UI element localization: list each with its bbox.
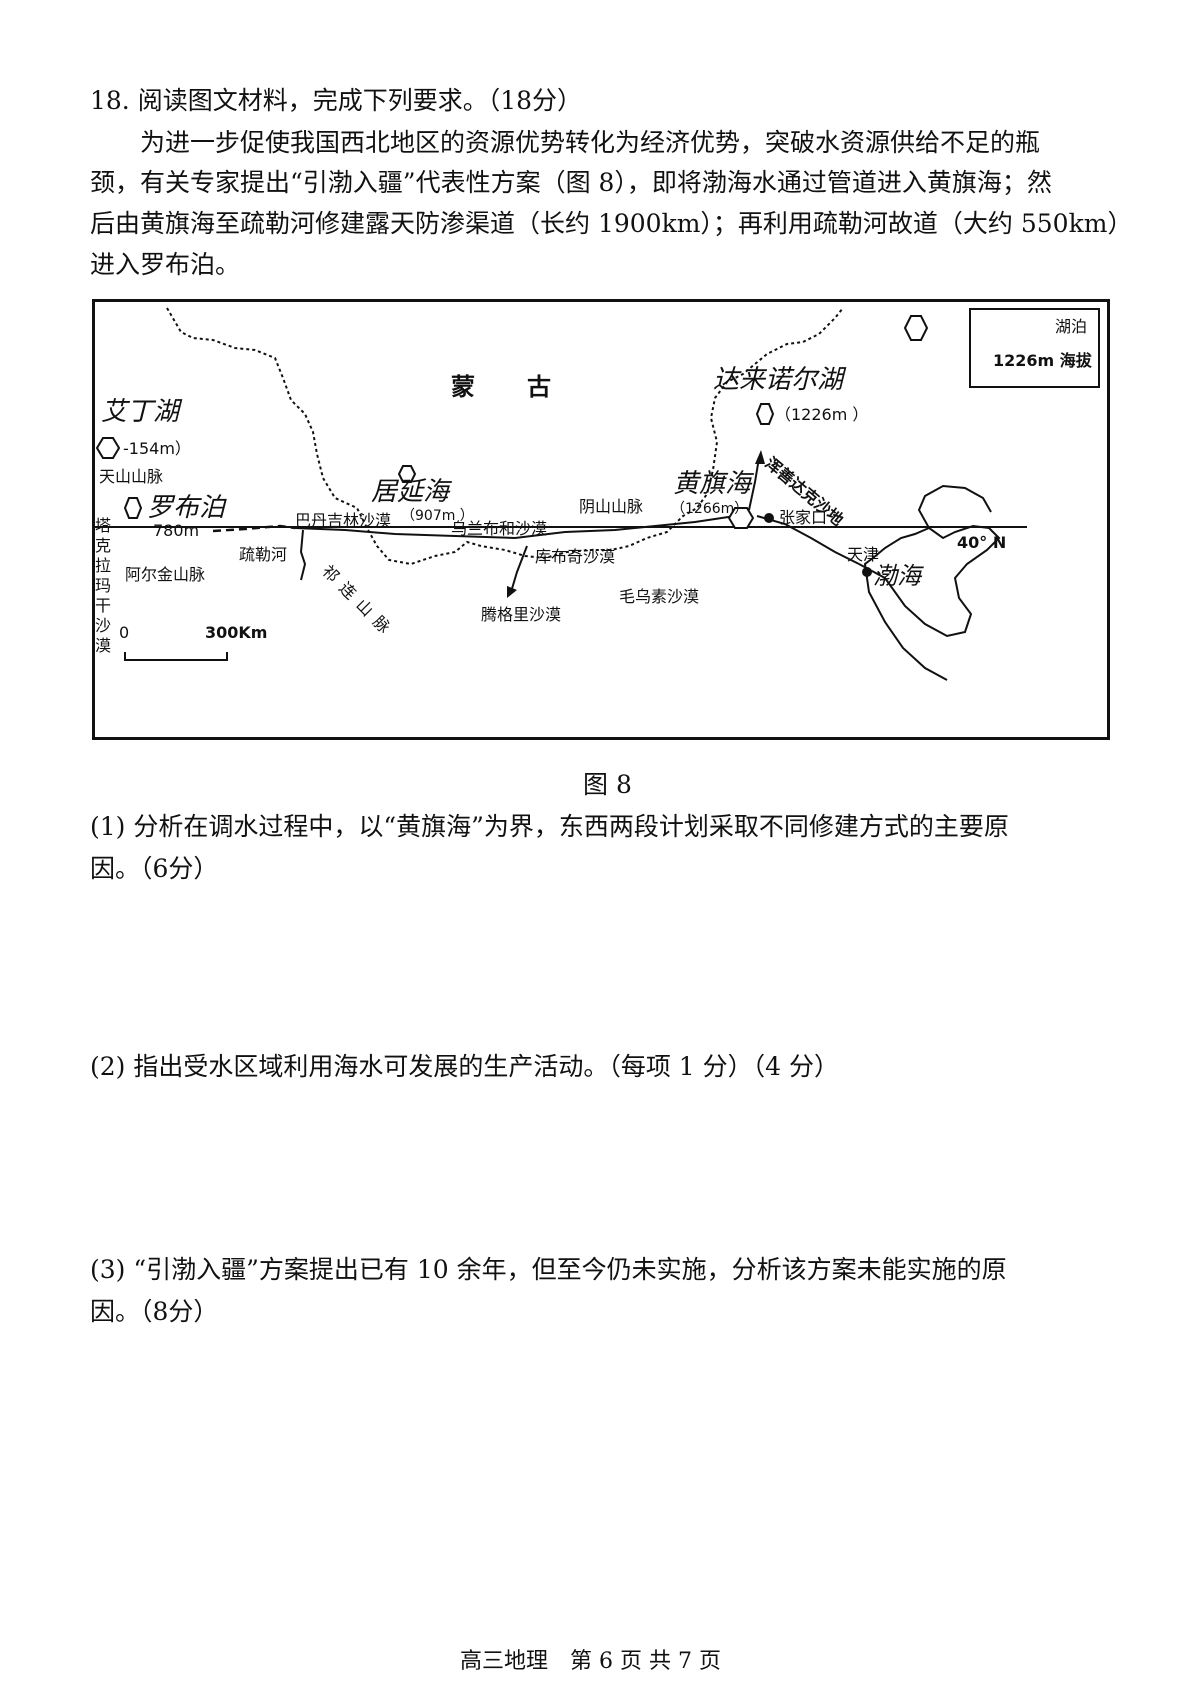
material-line-3: 后由黄旗海至疏勒河修建露天防渗渠道（长约 1900km）；再利用疏勒河故道（大约… [90, 209, 1133, 238]
sub-question-1-line-2: 因。（6分） [90, 854, 219, 883]
lake-juyanhai-icon [397, 465, 417, 483]
label-bohai: 渤海 [873, 562, 921, 590]
label-wulanbuhe: 乌兰布和沙漠 [451, 519, 548, 538]
label-aiding: 艾丁湖 [101, 397, 180, 427]
label-maowusu: 毛乌素沙漠 [619, 587, 700, 606]
label-shulehe: 疏勒河 [239, 545, 288, 564]
label-mongolia-1: 蒙 [451, 373, 479, 401]
label-aerjin: 阿尔金山脉 [125, 565, 206, 584]
bohai-coast [858, 484, 1001, 681]
legend-elevation-label: 1226m 海拔 [993, 351, 1092, 370]
zhangjiakou-dot [764, 513, 774, 523]
tianjin-dot [862, 567, 872, 577]
arrow-dalainur [748, 457, 760, 511]
map-figure: 湖泊 1226m 海拔 蒙 古 达来诺尔湖 （1226m ） 浑善达克沙地 艾丁… [92, 299, 1110, 740]
label-tengger: 腾格里沙漠 [481, 605, 562, 624]
figure-caption: 图 8 [583, 770, 632, 799]
label-luobupo: 罗布泊 [147, 493, 226, 523]
label-dalai-nur-elev: （1226m ） [775, 405, 869, 424]
map-legend [969, 308, 1100, 388]
lake-luobupo-icon [123, 497, 143, 519]
legend-lake-label: 湖泊 [1055, 317, 1088, 336]
route-dashed [212, 524, 296, 533]
scale-bar [124, 652, 228, 661]
shule-river [299, 529, 307, 581]
arrow-dalainur-head [755, 450, 765, 464]
sub-question-1-line-1: (1) 分析在调水过程中，以“黄旗海”为界，东西两段计划采取不同修建方式的主要原 [90, 812, 1009, 841]
arrow-tengger [510, 545, 528, 593]
route-pipeline [756, 515, 860, 565]
label-juyanhai-elev: （907m ） [401, 508, 474, 524]
lake-huangqihai-icon [727, 507, 755, 529]
sub-question-3-line-1: (3) “引渤入疆”方案提出已有 10 余年，但至今仍未实施，分析该方案未能实施… [90, 1255, 1007, 1284]
label-juyanhai: 居延海 [371, 477, 450, 507]
label-yinshan: 阴山山脉 [579, 497, 644, 516]
label-taklamakan: 塔克拉玛干沙漠 [94, 516, 111, 655]
map-drawing [95, 307, 1027, 681]
page-footer: 高三地理 第 6 页 共 7 页 [460, 1649, 721, 1674]
label-tianjin: 天津 [847, 545, 880, 564]
route-canal [294, 513, 742, 540]
material-line-2: 颈，有关专家提出“引渤入疆”代表性方案（图 8），即将渤海水通过管道进入黄旗海；… [90, 168, 1052, 197]
lake-aiding-icon [95, 437, 121, 459]
sub-question-2: (2) 指出受水区域利用海水可发展的生产活动。（每项 1 分）（4 分） [90, 1052, 840, 1081]
label-mongolia-2: 古 [527, 373, 555, 401]
label-luobupo-elev: 780m [153, 521, 200, 540]
label-huangqihai-elev: （1266m） [671, 501, 749, 517]
legend-lake-icon [903, 315, 929, 341]
label-tianshan: 天山山脉 [99, 467, 164, 486]
material-line-4: 进入罗布泊。 [90, 250, 241, 279]
label-latitude: 40° N [957, 533, 1007, 552]
lake-dalainur-icon [755, 403, 775, 425]
mongolia-border [166, 307, 844, 566]
material-line-1: 为进一步促使我国西北地区的资源优势转化为经济优势，突破水资源供给不足的瓶 [140, 128, 1041, 157]
label-dalai-nur: 达来诺尔湖 [713, 365, 844, 395]
question-header: 18. 阅读图文材料，完成下列要求。（18分） [90, 86, 583, 115]
label-badanjilin: 巴丹吉林沙漠 [295, 511, 392, 530]
label-zhangjiakou: 张家口 [779, 508, 828, 527]
sub-question-3-line-2: 因。（8分） [90, 1297, 219, 1326]
label-scale-zero: 0 [119, 623, 130, 642]
label-scale-end: 300Km [205, 623, 268, 642]
label-aiding-elev: -154m） [123, 439, 191, 458]
label-huangqihai: 黄旗海 [673, 469, 752, 499]
label-kubuqi: 库布奇沙漠 [535, 547, 616, 566]
arrow-tengger-head [507, 586, 517, 598]
